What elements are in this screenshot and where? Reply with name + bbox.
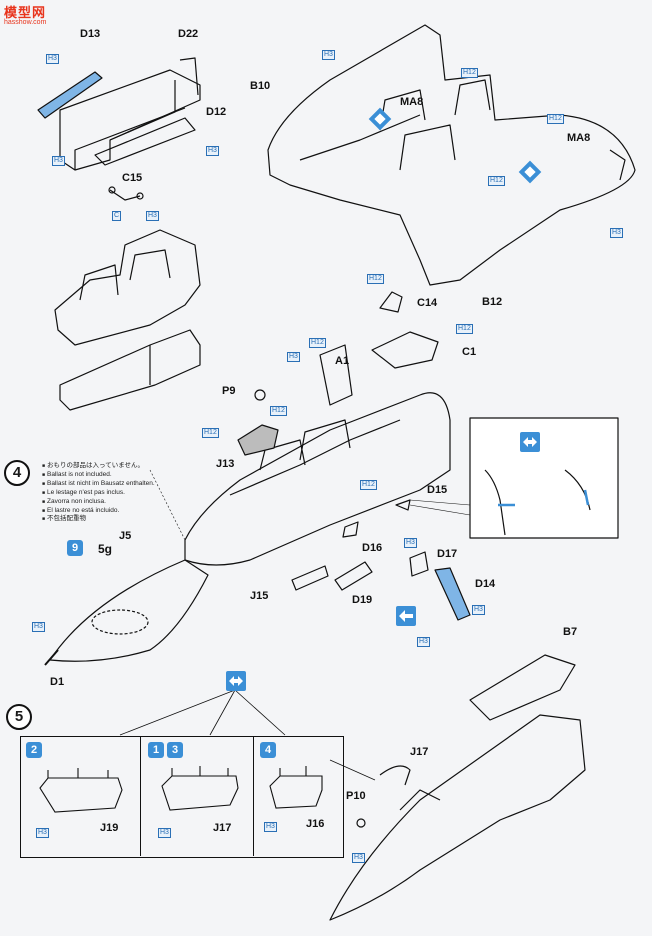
hardware-code: H3 [352,853,365,863]
variant-badge-2: 2 [26,742,42,758]
part-label-d19: D19 [352,594,373,606]
hardware-code: C [112,211,122,221]
hardware-code: H3 [36,828,49,838]
part-label-j13: J13 [216,458,235,470]
weight-badge: 9 [67,540,83,556]
note-de: Ballast ist nicht im Bausatz enthalten. [42,480,155,489]
part-label-b10: B10 [250,80,271,92]
hardware-code: H12 [456,324,473,334]
hardware-code: H3 [417,637,430,647]
step-number-4: 4 [4,460,30,486]
part-label-j5: J5 [119,530,132,542]
part-label-d14: D14 [475,578,496,590]
note-es: El lastre no está incluido. [42,507,155,516]
part-label-d22: D22 [178,28,199,40]
variant-badge-1: 1 [148,742,164,758]
watermark-url: hasshow.com [4,19,47,26]
part-label-c1: C1 [462,346,477,358]
hardware-code: H12 [461,68,478,78]
part-c1-shape [371,331,439,369]
hardware-code: H3 [158,828,171,838]
variant-badge-3: 3 [167,742,183,758]
hardware-code: H3 [472,605,485,615]
hardware-code: H3 [206,146,219,156]
hardware-code: H3 [32,622,45,632]
arrows-left-right-icon [226,671,246,691]
part-c14-shape [379,291,403,313]
site-watermark: 模型网 hasshow.com [4,2,46,26]
part-label-d15: D15 [427,484,448,496]
part-label-p10: P10 [346,790,366,802]
hardware-code: H12 [360,480,377,490]
part-label-c14: C14 [417,297,438,309]
fuselage-step5-drawing [329,654,586,921]
note-zh: 不包括配重物 [42,515,155,524]
hardware-code: H12 [309,338,326,348]
hardware-code: H3 [287,352,300,362]
part-label-ma8-b: MA8 [567,132,591,144]
hardware-code: H3 [404,538,417,548]
hardware-code: H12 [488,176,505,186]
hardware-code: H3 [146,211,159,221]
step-number-5: 5 [6,704,32,730]
hardware-code: H12 [270,406,287,416]
ballast-notes: おもりの部品は入っていません。 Ballast is not included.… [42,462,155,524]
part-label-j16: J16 [306,818,325,830]
part-label-p9: P9 [222,385,236,397]
part-label-j17-box: J17 [213,822,232,834]
variant-badge-4: 4 [260,742,276,758]
weight-value: 5g [98,542,113,556]
fuselage-upper-drawing [267,24,636,286]
part-label-a1: A1 [335,355,350,367]
arrow-left-icon [396,606,416,626]
variant-divider-2 [253,736,254,856]
part-c15-shape [109,189,141,201]
part-label-d17: D17 [437,548,458,560]
note-it: Zavorra non inclusa. [42,498,155,507]
hardware-code: H3 [264,822,277,832]
part-label-j19: J19 [100,822,119,834]
part-label-j17-main: J17 [410,746,429,758]
hardware-code: H12 [367,274,384,284]
nose-cone-j5-shape [49,559,209,662]
hardware-code: H3 [46,54,59,64]
frame-d22-drawing [59,57,201,171]
part-label-d12: D12 [206,106,227,118]
part-label-d13: D13 [80,28,101,40]
part-label-d16: D16 [362,542,383,554]
hardware-code: H3 [52,156,65,166]
arrows-left-right-icon [520,432,540,452]
variant-divider-1 [140,736,141,856]
fuselage-step4-drawing [184,344,451,566]
step5-variant-panel [20,736,344,858]
part-label-j15: J15 [250,590,269,602]
note-ja: おもりの部品は入っていません。 [42,462,155,471]
hardware-code: H12 [202,428,219,438]
cockpit-tub-drawing [54,229,201,411]
note-en: Ballast is not included. [42,471,155,480]
part-label-c15: C15 [122,172,143,184]
part-label-b12: B12 [482,296,503,308]
watermark-title: 模型网 [4,5,47,20]
note-fr: Le lestage n'est pas inclus. [42,489,155,498]
part-label-b7: B7 [563,626,578,638]
weight-badge-number: 9 [71,542,79,554]
hardware-code: H3 [610,228,623,238]
part-d13-shape [37,71,103,119]
part-label-ma8-a: MA8 [400,96,424,108]
hardware-code: H3 [322,50,335,60]
part-label-d1: D1 [50,676,65,688]
hardware-code: H12 [547,114,564,124]
